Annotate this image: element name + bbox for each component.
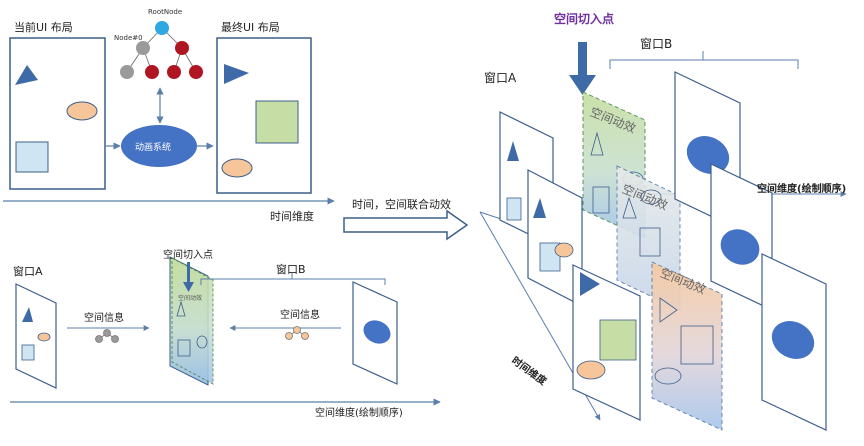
oval-shape: [66, 101, 98, 121]
space-anim-label: 空间动效: [178, 295, 203, 302]
final-layout-label: 最终UI 布局: [221, 21, 280, 34]
time-dimension-label: 时间维度: [270, 210, 314, 223]
current-layout-label: 当前UI 布局: [14, 21, 73, 34]
triangle-shape: [659, 297, 678, 323]
central-card-front: [171, 257, 214, 385]
oval-shape: [196, 335, 208, 349]
node-circle: [145, 65, 159, 79]
bottom-left-section: [10, 256, 441, 406]
space-dim-label: 空间维度(绘制顺序): [315, 408, 403, 419]
space-anim-card-3: [651, 261, 723, 431]
root-node-circle: [155, 21, 169, 35]
window-b-bracket: [200, 273, 386, 285]
oval-shape: [771, 321, 815, 359]
right-window-a-label: 窗口A: [484, 71, 517, 85]
square-shape: [21, 344, 35, 361]
triangle-shape: [622, 196, 637, 219]
node-circle: [167, 65, 181, 79]
oval-shape: [554, 242, 574, 258]
oval-shape: [720, 229, 760, 265]
node0-label: Node#0: [114, 34, 143, 42]
anim-system-label: 动画系统: [135, 143, 172, 153]
right-window-b-label: 窗口B: [640, 37, 673, 51]
square-shape: [255, 100, 299, 144]
node-circle: [175, 41, 189, 55]
space-entry-arrow: [183, 262, 194, 292]
oval-shape: [221, 158, 253, 178]
square-shape: [639, 227, 661, 257]
triangle-shape: [507, 141, 519, 161]
window-a-label: 窗口A: [13, 265, 43, 278]
triangle-shape: [176, 300, 186, 317]
triangle-shape: [22, 307, 33, 322]
right-space-dim-label: 空间维度(绘制顺序): [757, 184, 847, 195]
triangle-shape: [590, 131, 604, 156]
triangle-shape: [580, 272, 600, 296]
top-left-section: [3, 21, 335, 205]
oval-shape: [686, 136, 730, 174]
triangle-shape: [224, 64, 249, 84]
square-shape: [592, 186, 610, 214]
space-entry-label: 空间切入点: [163, 250, 213, 261]
space-info-right-icon: [285, 326, 309, 340]
right-section: [479, 42, 847, 431]
node0-circle: [136, 41, 150, 55]
square-shape: [506, 197, 522, 221]
square-shape: [177, 339, 191, 357]
triangle-shape: [15, 65, 38, 85]
space-info-left-icon: [95, 329, 119, 343]
square-shape: [680, 325, 714, 365]
space-info-right-label: 空间信息: [280, 310, 320, 321]
square-shape: [599, 319, 637, 361]
anim-system-node: [121, 125, 197, 167]
node-circle: [189, 65, 203, 79]
oval-shape: [640, 189, 662, 205]
triangle-shape: [533, 198, 546, 218]
window-b-label: 窗口B: [276, 263, 306, 276]
space-entry-arrow: [569, 42, 596, 95]
joint-label: 时间，空间联合动效: [352, 198, 451, 211]
oval-shape: [363, 320, 391, 344]
space-info-left-label: 空间信息: [84, 313, 124, 324]
right-space-entry-label: 空间切入点: [554, 12, 615, 26]
window-a-card: [15, 283, 57, 389]
oval-shape: [654, 367, 682, 385]
root-node-label: RootNode: [148, 8, 183, 16]
window-b-bracket: [609, 51, 799, 69]
square-shape: [15, 141, 49, 173]
joint-arrow: [343, 209, 469, 241]
oval-shape: [576, 360, 606, 380]
node-circle: [120, 65, 134, 79]
oval-shape: [37, 332, 51, 342]
